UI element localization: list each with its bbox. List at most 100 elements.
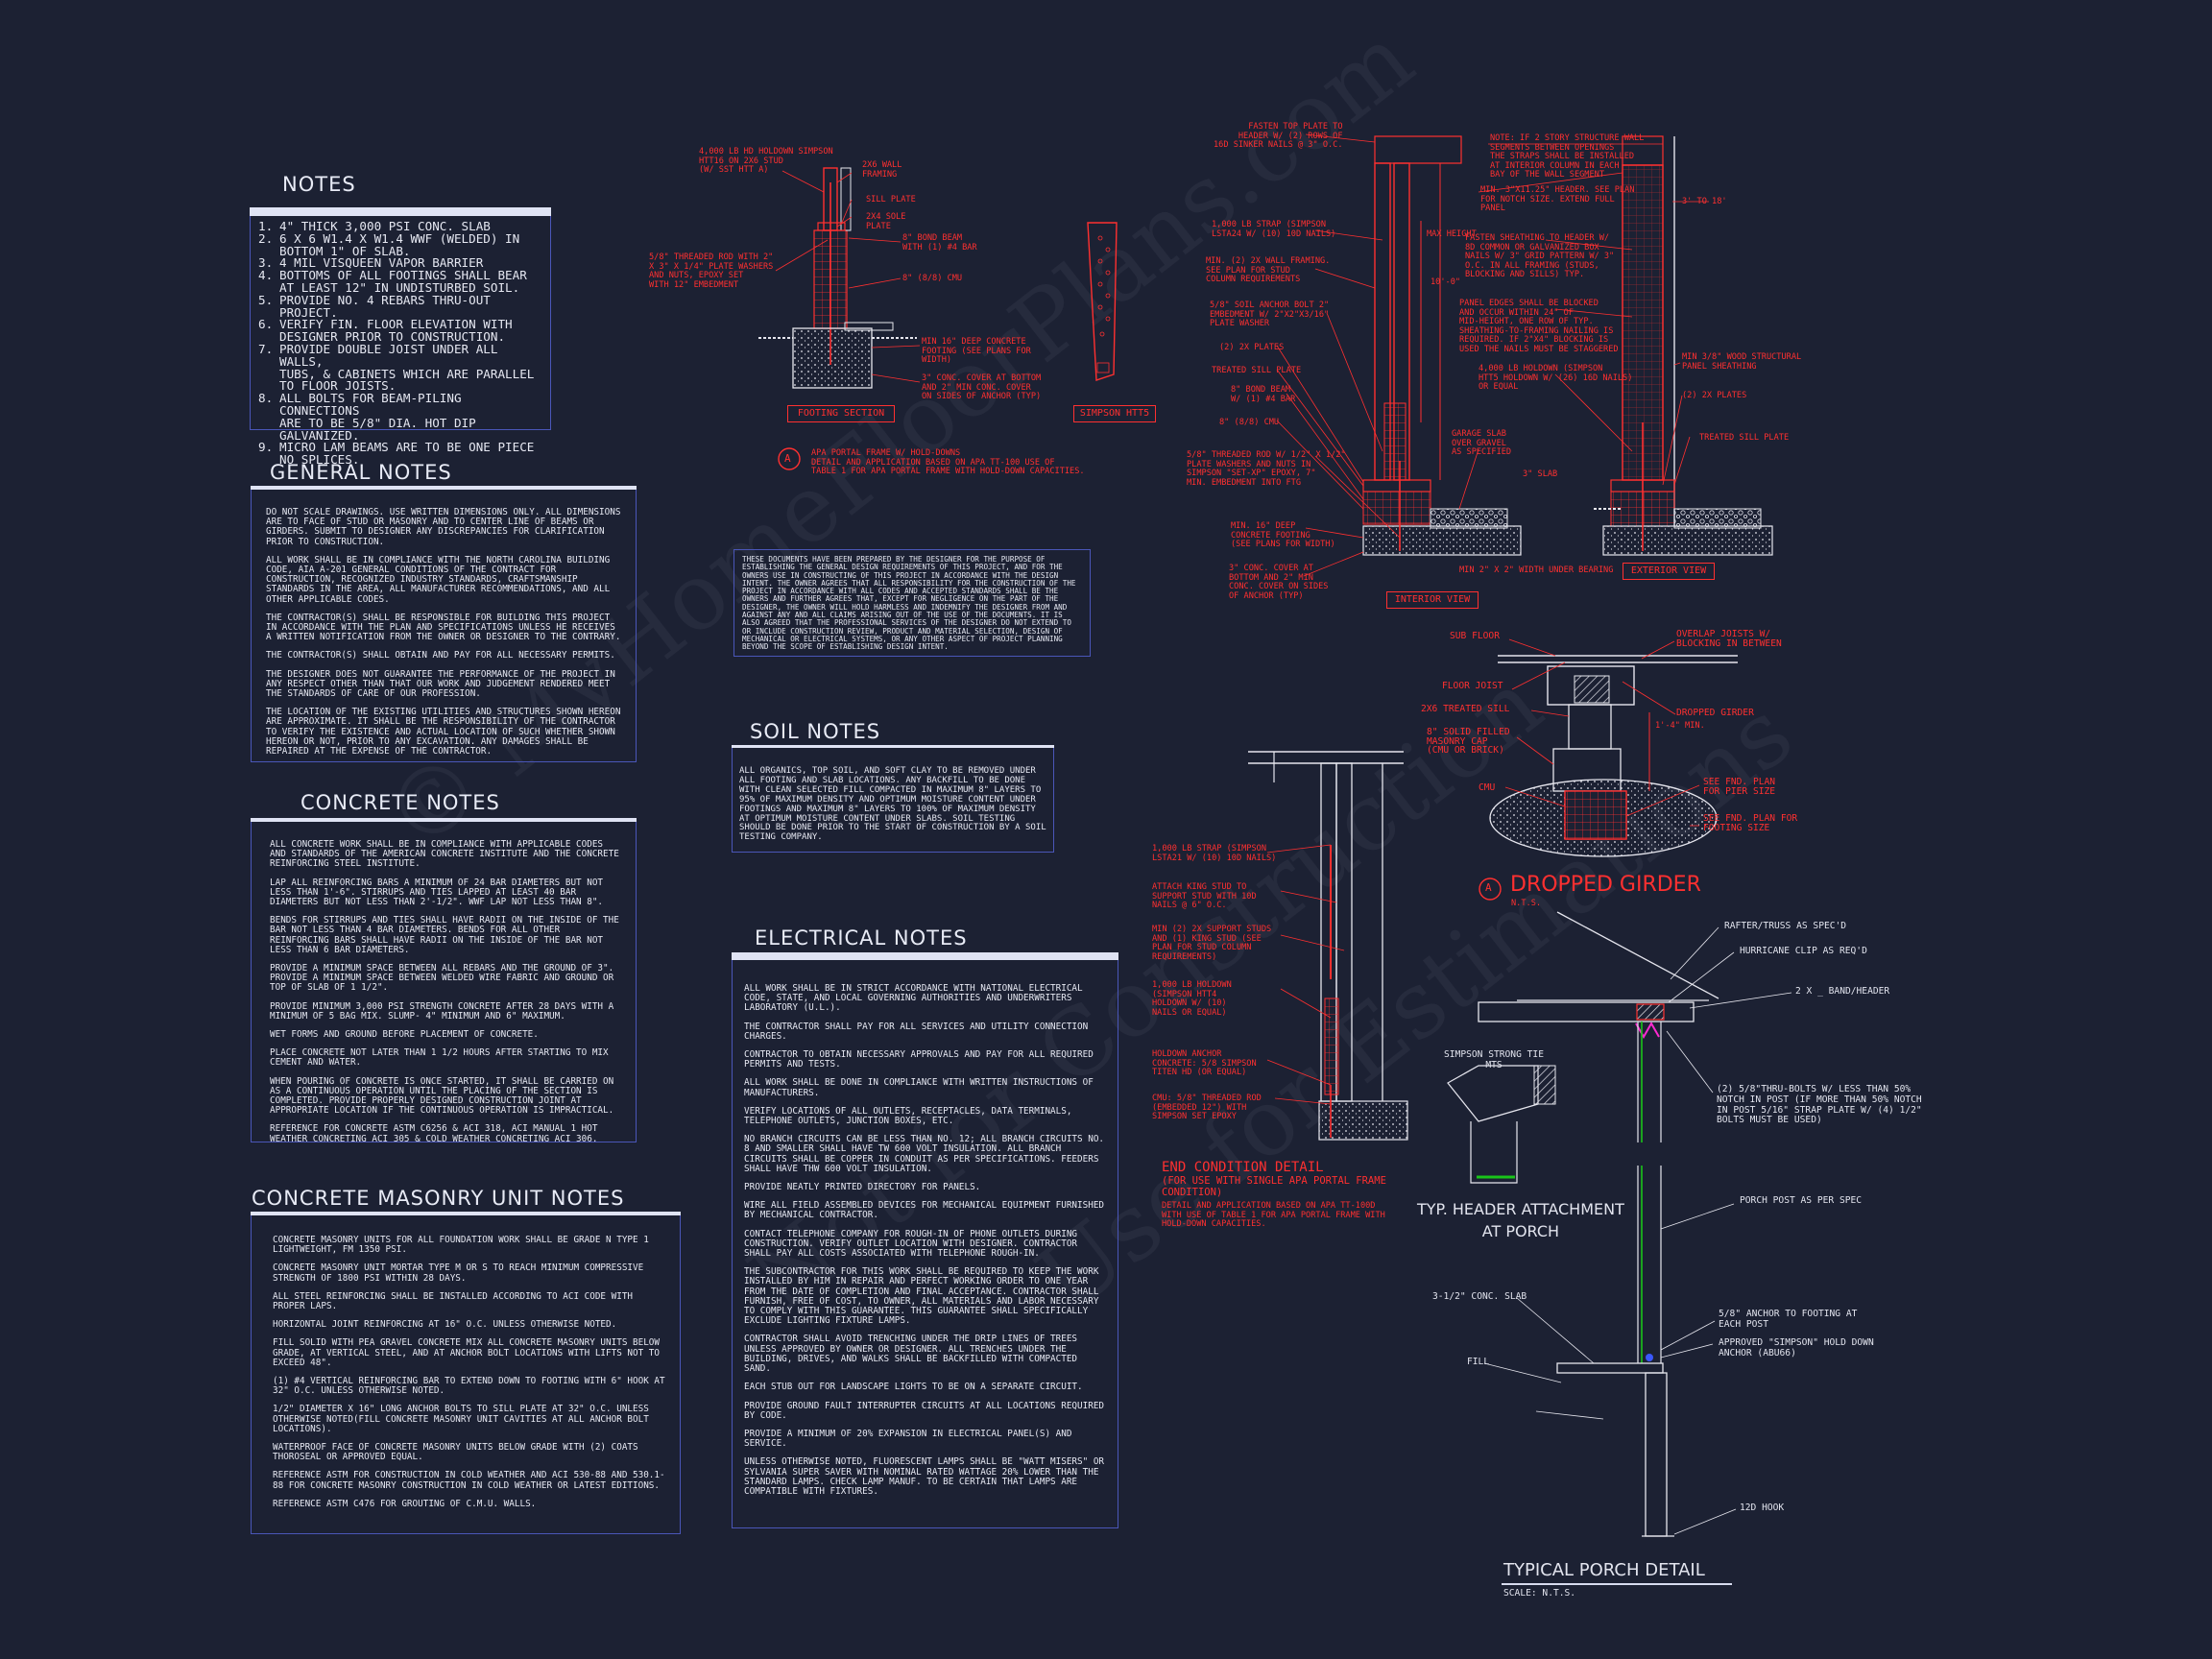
end-condition-note: DETAIL AND APPLICATION BASED ON APA TT-1… [1162,1201,1385,1230]
porch-detail-scale: SCALE: N.T.S. [1503,1588,1576,1599]
concrete-note-paragraph: PROVIDE MINIMUM 3,000 PSI STRENGTH CONCR… [270,1000,614,1022]
detail-label: TREATED SILL PLATE [1699,433,1790,443]
cmu-note-paragraph: REFERENCE ASTM FOR CONSTRUCTION IN COLD … [273,1470,665,1491]
electrical-note-paragraph: CONTRACTOR SHALL AVOID TRENCHING UNDER T… [744,1334,1078,1375]
detail-label: APPROVED "SIMPSON" HOLD DOWN ANCHOR (ABU… [1719,1337,1874,1358]
general-note-paragraph: THE LOCATION OF THE EXISTING UTILITIES A… [266,707,621,757]
electrical-note-paragraph: ALL WORK SHALL BE IN STRICT ACCORDANCE W… [744,983,1083,1014]
detail-label: (2) 2x PLATES [1682,391,1747,400]
end-condition-subtitle: (FOR USE WITH SINGLE APA PORTAL FRAME CO… [1162,1175,1386,1198]
note-text: PROVIDE NO. 4 REBARS THRU-OUT PROJECT. [279,292,491,320]
note-number: 4. [258,268,274,283]
simpson-htt5-drawing [1087,222,1118,381]
detail-label: 8" (8/8) CMU [902,274,963,283]
detail-label: MIN 3/8" WOOD STRUCTURAL PANEL SHEATHING [1682,352,1802,372]
rafter [1556,911,1719,999]
detail-label: MIN (2) 2X SUPPORT STUDS AND (1) KING ST… [1152,925,1272,962]
electrical-note-paragraph: EACH STUB OUT FOR LANDSCAPE LIGHTS TO BE… [744,1382,1083,1393]
detail-label: 8" BOND BEAM W/ (1) #4 BAR [1231,385,1296,404]
band-header [1478,1001,1695,1022]
general-note-paragraph: THE CONTRACTOR(S) SHALL OBTAIN AND PAY F… [266,650,615,661]
soil-notes-title: SOIL NOTES [750,720,881,743]
gravel [1430,508,1508,529]
detail-label: DROPPED GIRDER [1676,708,1754,718]
detail-label: FILL [1467,1357,1490,1367]
note-item: 7.PROVIDE DOUBLE JOIST UNDER ALL WALLS, … [258,341,546,394]
cmu-note-paragraph: REFERENCE ASTM C476 FOR GROUTING OF C.M.… [273,1498,537,1509]
treated-sill [1362,479,1431,493]
porch-detail-title: TYPICAL PORCH DETAIL [1503,1560,1705,1580]
general-note-paragraph: DO NOT SCALE DRAWINGS. USE WRITTEN DIMEN… [266,507,621,547]
electrical-note-paragraph: THE SUBCONTRACTOR FOR THIS WORK SHALL BE… [744,1266,1099,1327]
porch-footing [1645,1372,1668,1537]
panel-header-bar [732,745,1054,748]
detail-label: FLOOR JOIST [1442,681,1503,691]
detail-label: 8" SOLID FILLED MASONRY CAP (CMU or BRIC… [1427,727,1510,757]
concrete-note-paragraph: PROVIDE A MINIMUM SPACE BETWEEN ALL REBA… [270,963,614,994]
detail-label: 2x4 SOLE PLATE [866,212,906,231]
note-text: ALL BOLTS FOR BEAM-PILING CONNECTIONS AR… [279,391,476,443]
detail-label: 4,000 LB HD HOLDOWN SIMPSON HTT16 ON 2x6… [699,147,833,176]
detail-label: MIN 2" x 2" WIDTH UNDER BEARING [1459,565,1614,575]
end-condition-drawing [1248,751,1408,1141]
electrical-note-paragraph: VERIFY LOCATIONS OF ALL OUTLETS, RECEPTA… [744,1105,1072,1127]
header [1374,135,1462,164]
detail-label: 3" SLAB [1523,469,1558,479]
detail-label: 3" CONC. COVER AT BOTTOM AND 2" MIN CONC… [1229,564,1329,601]
concrete-notes-panel: ALL CONCRETE WORK SHALL BE IN COMPLIANCE… [251,818,637,1143]
concrete-notes-title: CONCRETE NOTES [301,791,500,814]
dropped-girder-title: DROPPED GIRDER [1510,873,1701,897]
detail-label: MIN 16" DEEP CONCRETE FOOTING (SEE PLANS… [922,337,1031,366]
detail-label: SEE FND. PLAN FOR PIER SIZE [1703,777,1776,797]
detail-label: MIN. 16" DEEP CONCRETE FOOTING (SEE PLAN… [1231,521,1335,550]
general-notes-title: GENERAL NOTES [270,461,452,484]
concrete-notes-body: ALL CONCRETE WORK SHALL BE IN COMPLIANCE… [270,839,624,1153]
note-number: 3. [258,255,274,271]
detail-label: NOTE: IF 2 STORY STRUCTURE WALL SEGMENTS… [1490,133,1645,180]
interior-view-drawing [1276,133,1522,577]
gravel [1673,508,1762,529]
detail-marker [1479,878,1502,901]
porch-detail-drawing [1447,911,1792,1537]
detail-label: FASTEN SHEATHING TO HEADER w/ 8d COMMON … [1465,233,1615,280]
concrete-note-paragraph: LAP ALL REINFORCING BARS A MINIMUM OF 24… [270,877,604,908]
note-text: VERIFY FIN. FLOOR ELEVATION WITH DESIGNE… [279,317,513,345]
detail-label: (2) 2x PLATES [1219,343,1285,352]
note-text: PROVIDE DOUBLE JOIST UNDER ALL WALLS, TU… [279,341,535,394]
thru-bolts [1635,1021,1660,1040]
panel-header-bar [251,818,637,822]
dropped-girder [1574,675,1610,704]
concrete-note-paragraph: BENDS FOR STIRRUPS AND TIES SHALL HAVE R… [270,915,619,955]
electrical-note-paragraph: NO BRANCH CIRCUITS CAN BE LESS THAN NO. … [744,1134,1105,1174]
leader-lines [1478,143,1709,486]
detail-marker-label: A [1485,881,1492,894]
note-number: 6. [258,317,274,332]
sheathing [840,167,852,231]
concrete-note-paragraph: PLACE CONCRETE NOT LATER THAN 1 1/2 HOUR… [270,1047,609,1069]
note-item: 6. VERIFY FIN. FLOOR ELEVATION WITH DESIG… [258,319,546,344]
electrical-notes-body: ALL WORK SHALL BE IN STRICT ACCORDANCE W… [744,983,1106,1505]
dropped-girder-drawing [1479,638,1738,901]
apa-note: APA PORTAL FRAME W/ HOLD-DOWNS DETAIL AN… [811,448,1085,477]
note-item: 3.4 MIL VISQUEEN VAPOR BARRIER [258,257,546,270]
note-item: 8.ALL BOLTS FOR BEAM-PILING CONNECTIONS … [258,391,546,443]
electrical-notes-panel: ALL WORK SHALL BE IN STRICT ACCORDANCE W… [732,952,1118,1528]
note-number: 5. [258,292,274,307]
cmu-note-paragraph: (1) #4 VERTICAL REINFORCING BAR TO EXTEN… [273,1376,665,1397]
note-number: 2. [258,230,274,246]
detail-label: 3-1/2" CONC. SLAB [1432,1291,1527,1302]
interior-view-title: INTERIOR VIEW [1386,591,1479,609]
note-item: 2.6 x 6 W1.4 x W1.4 WWF (WELDED) IN BOTT… [258,230,546,258]
note-text: 4" THICK 3,000 PSI CONC. SLAB [279,219,491,233]
cmu-pier [1564,790,1627,840]
detail-label: GARAGE SLAB OVER GRAVEL AS SPECIFIED [1452,429,1512,458]
exterior-view-title: EXTERIOR VIEW [1623,563,1715,580]
note-item: 1. 4" THICK 3,000 PSI CONC. SLAB [258,219,546,233]
detail-label: 1,000 LB HOLDOWN (SIMPSON HTT4 HOLDOWN W… [1152,980,1232,1018]
note-number: 1. [258,219,274,233]
detail-label: HURRICANE CLIP AS REQ'D [1740,946,1867,956]
detail-label: 5/8" SOIL ANCHOR BOLT 2" EMBEDMENT w/ 2"… [1210,301,1330,329]
note-text: BOTTOMS OF ALL FOOTINGS SHALL BEAR AT LE… [279,268,527,295]
title-underline [1502,1583,1732,1585]
